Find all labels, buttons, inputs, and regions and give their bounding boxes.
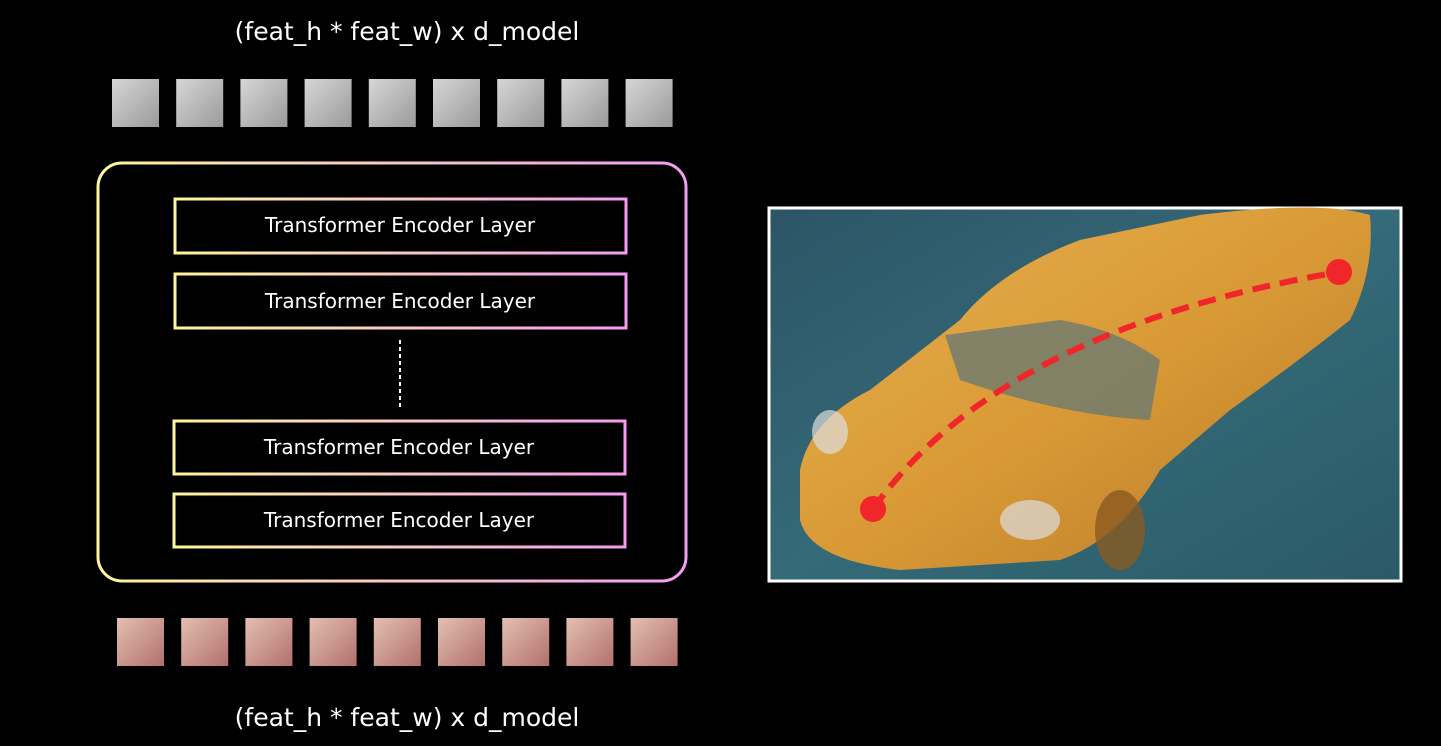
encoder-layer-label: Transformer Encoder Layer [264, 213, 536, 237]
trajectory-start-point [860, 496, 886, 522]
trajectory-path [870, 269, 1340, 511]
input-feature-patch [112, 79, 159, 127]
trajectory-end-point [1326, 259, 1352, 285]
input-feature-patch [176, 79, 224, 127]
car-wheel [1095, 490, 1145, 570]
encoder-layer: Transformer Encoder Layer [173, 272, 628, 330]
output-feature-patch [181, 618, 229, 666]
input-feature-patch [625, 79, 673, 127]
input-patch-row [112, 79, 673, 127]
output-feature-patch [309, 618, 357, 666]
encoder-layer: Transformer Encoder Layer [172, 419, 627, 476]
encoder-layer-label: Transformer Encoder Layer [263, 508, 535, 532]
output-feature-patch [373, 618, 421, 666]
output-feature-patch [245, 618, 293, 666]
input-feature-patch [368, 79, 416, 127]
input-feature-patch [497, 79, 545, 127]
output-feature-patch [630, 618, 678, 666]
output-patch-row [117, 618, 678, 666]
input-feature-patch [304, 79, 352, 127]
input-shape-label: (feat_h * feat_w) x d_model [235, 17, 580, 46]
encoder-layer: Transformer Encoder Layer [172, 492, 627, 549]
encoder-layer-label: Transformer Encoder Layer [264, 289, 536, 313]
encoder-stack-frame [96, 161, 688, 583]
output-feature-patch [502, 618, 550, 666]
encoder-layer-label: Transformer Encoder Layer [263, 435, 535, 459]
input-feature-patch [240, 79, 288, 127]
input-feature-patch [433, 79, 480, 127]
car-photo [767, 206, 1403, 583]
car-windshield [945, 320, 1160, 420]
output-shape-label: (feat_h * feat_w) x d_model [235, 703, 580, 732]
car-headlight [1000, 500, 1060, 540]
output-feature-patch [117, 618, 164, 666]
car-headlight [812, 410, 848, 454]
input-feature-patch [561, 79, 609, 127]
output-feature-patch [438, 618, 485, 666]
encoder-layer: Transformer Encoder Layer [173, 197, 628, 255]
output-feature-patch [566, 618, 614, 666]
